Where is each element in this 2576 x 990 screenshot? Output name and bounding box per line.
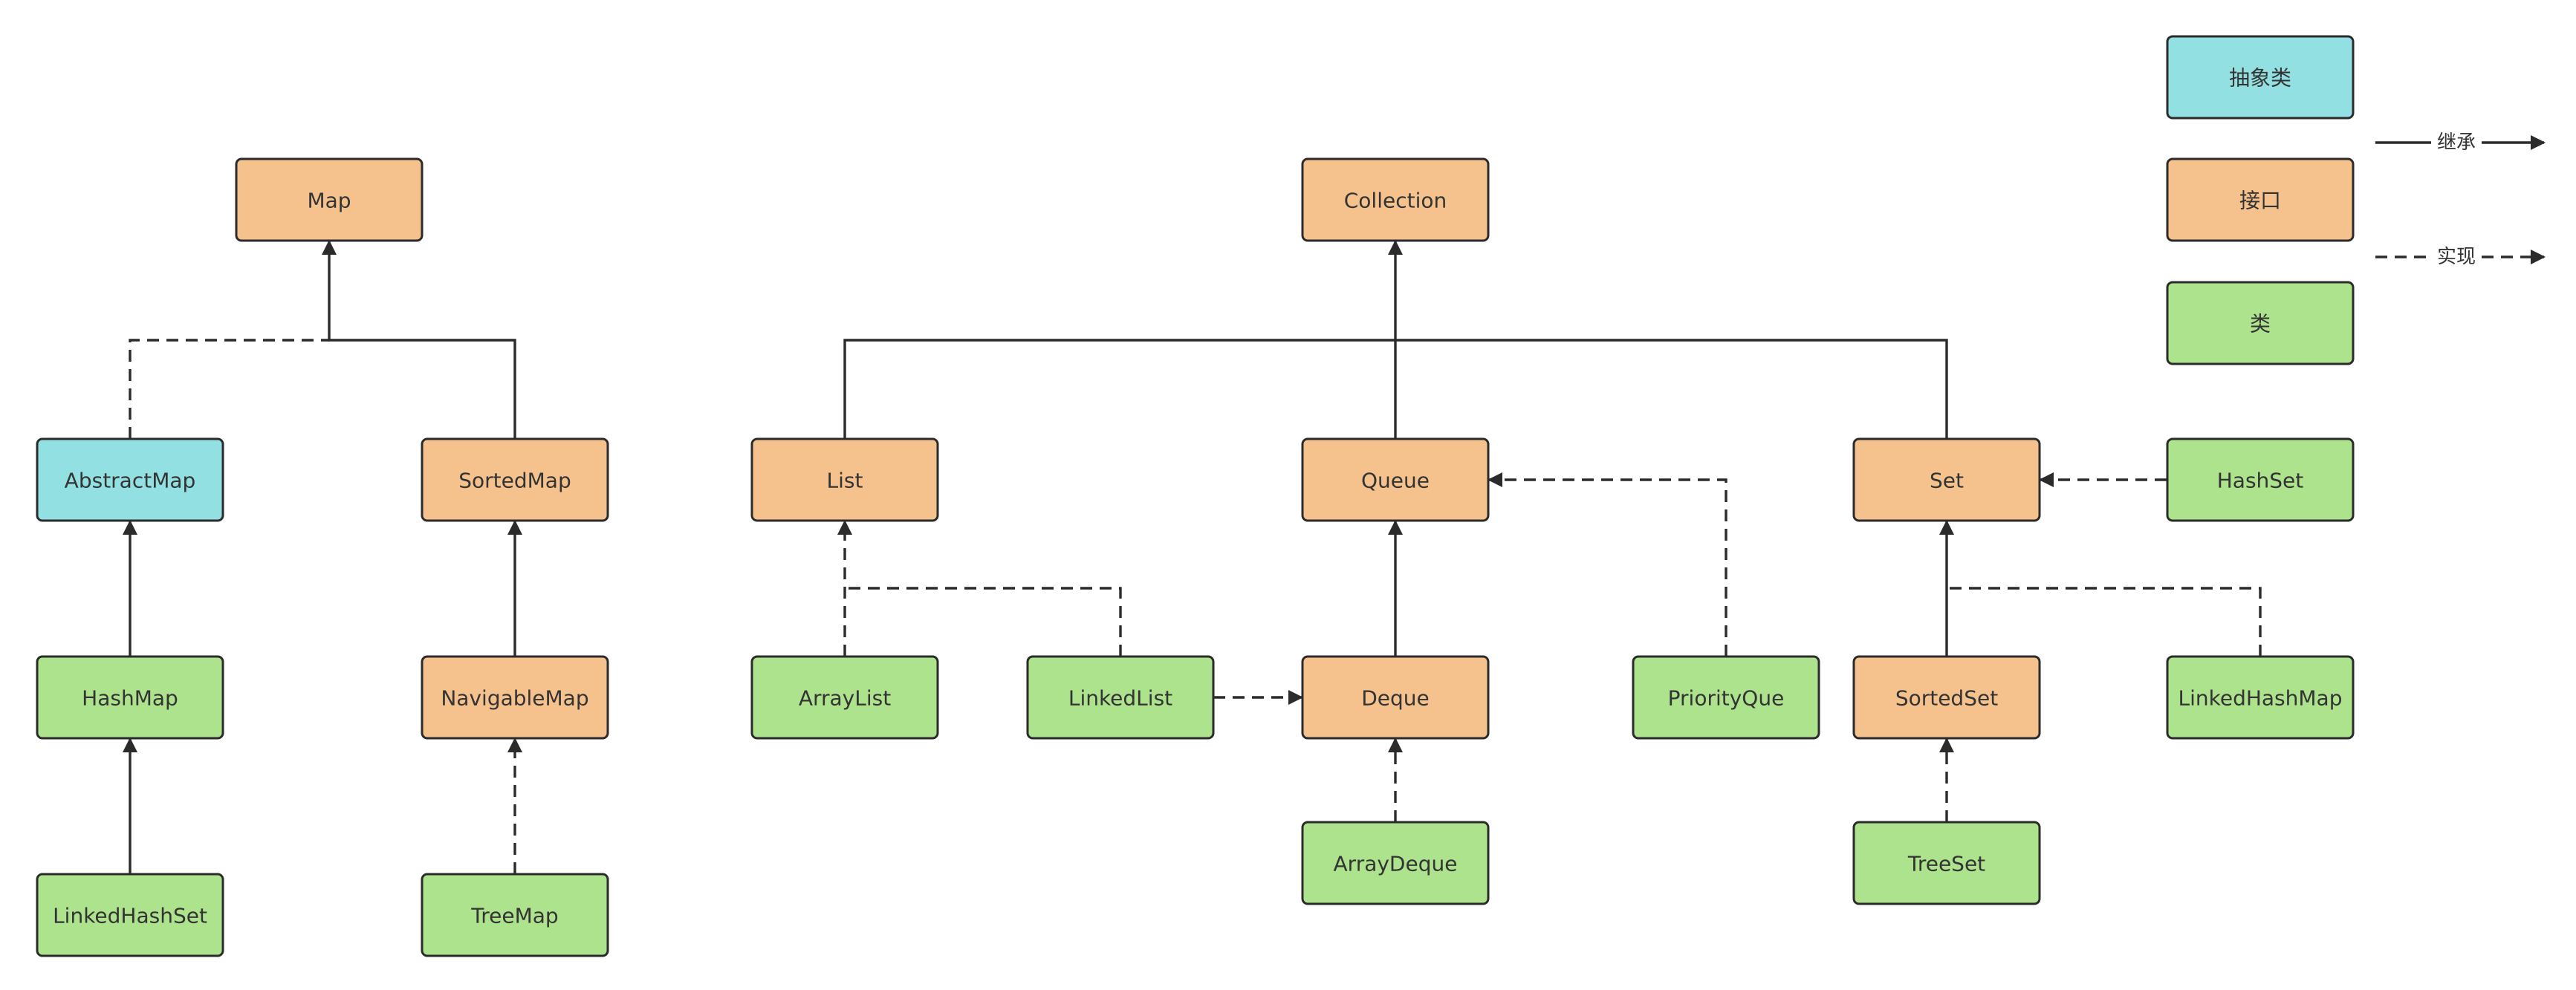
node-hashset: HashSet	[2166, 437, 2355, 522]
node-navigablemap-label: NavigableMap	[441, 686, 588, 711]
legend-interface-label: 接口	[2239, 189, 2281, 213]
node-priorityque: PriorityQue	[1632, 655, 1820, 740]
edge-linkedlist-implements-list	[845, 587, 1122, 657]
node-set: Set	[1852, 437, 2041, 522]
edge-abstractmap-implements-map	[129, 339, 329, 439]
edge-sortedmap-extends-map	[322, 240, 516, 439]
node-linkedhashmap: LinkedHashMap	[2166, 655, 2355, 740]
node-treeset: TreeSet	[1852, 821, 2041, 905]
node-abstractmap: AbstractMap	[36, 437, 224, 522]
node-arraydeque: ArrayDeque	[1301, 821, 1490, 905]
legend-class-label: 类	[2250, 312, 2271, 336]
node-arraylist: ArrayList	[750, 655, 939, 740]
node-queue-label: Queue	[1361, 469, 1430, 493]
node-linkedhashset-label: LinkedHashSet	[53, 904, 207, 928]
node-sortedset-label: SortedSet	[1895, 686, 1998, 711]
node-collection-label: Collection	[1344, 189, 1447, 213]
node-priorityque-label: PriorityQue	[1668, 686, 1785, 711]
legend-interface: 接口	[2166, 157, 2355, 242]
node-list-label: List	[827, 469, 863, 493]
node-collection: Collection	[1301, 157, 1490, 242]
node-linkedlist-label: LinkedList	[1068, 686, 1172, 711]
node-map-label: Map	[307, 189, 351, 213]
node-sortedmap-label: SortedMap	[458, 469, 571, 493]
node-arraylist-label: ArrayList	[799, 686, 891, 711]
edge-list-extends-collection	[843, 339, 1395, 439]
node-treeset-label: TreeSet	[1907, 852, 1985, 876]
node-hashmap-label: HashMap	[82, 686, 178, 711]
legend-class: 类	[2166, 281, 2355, 365]
node-map: Map	[235, 157, 424, 242]
relation-edges	[123, 240, 2262, 874]
node-deque: Deque	[1301, 655, 1490, 740]
node-navigablemap: NavigableMap	[421, 655, 609, 740]
node-linkedhashset: LinkedHashSet	[36, 873, 224, 957]
edge-priorityque-implements-queue	[1487, 472, 1727, 657]
node-arraydeque-label: ArrayDeque	[1334, 852, 1458, 876]
node-queue: Queue	[1301, 437, 1490, 522]
node-treemap-label: TreeMap	[470, 904, 558, 928]
legend-inherit-label: 继承	[2437, 131, 2476, 154]
edge-set-extends-collection	[1395, 339, 1948, 439]
legend-abstract-class: 抽象类	[2166, 35, 2355, 120]
node-sortedmap: SortedMap	[421, 437, 609, 522]
node-sortedset: SortedSet	[1852, 655, 2041, 740]
legend-implement: 实现	[2375, 246, 2544, 268]
legend-abstract-class-label: 抽象类	[2229, 66, 2291, 91]
node-linkedhashmap-label: LinkedHashMap	[2178, 686, 2343, 711]
node-set-label: Set	[1930, 469, 1964, 493]
edge-linkedhashmap-implements-set	[1947, 587, 2262, 657]
legend-inherit: 继承	[2375, 131, 2544, 154]
node-linkedlist: LinkedList	[1026, 655, 1215, 740]
node-hashmap: HashMap	[36, 655, 224, 740]
node-deque-label: Deque	[1361, 686, 1430, 711]
legend: 抽象类 接口 类 继承 实现	[2166, 35, 2544, 365]
node-hashset-label: HashSet	[2217, 469, 2304, 493]
legend-implement-label: 实现	[2437, 246, 2476, 268]
node-treemap: TreeMap	[421, 873, 609, 957]
node-list: List	[750, 437, 939, 522]
node-abstractmap-label: AbstractMap	[65, 469, 196, 493]
